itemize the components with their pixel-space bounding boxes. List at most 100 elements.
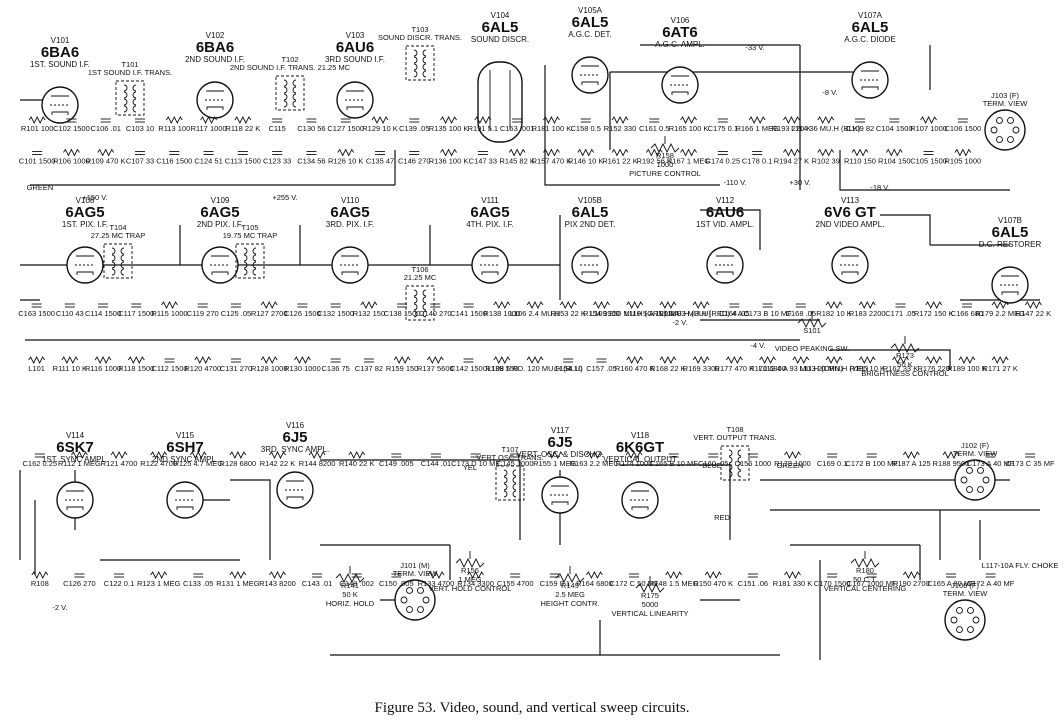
connector-pin (400, 596, 408, 604)
tube-cathode (286, 496, 304, 500)
coil-turn (243, 268, 248, 276)
component-label: C158 0.5 (570, 124, 600, 133)
resistor-zigzag (792, 355, 810, 365)
resistor-zigzag (825, 300, 843, 310)
component-label: C165 A 80 MF (927, 579, 975, 588)
tube-v103 (336, 81, 374, 119)
component-label: R121 4700 (101, 459, 138, 468)
coil-turn (503, 490, 508, 498)
supply-label: -2 V. (52, 603, 67, 612)
resistor-zigzag (189, 450, 207, 460)
tube-type-label: 6AL5 (852, 19, 889, 36)
resistor-zigzag (229, 450, 247, 460)
resistor-zigzag (954, 148, 972, 157)
capacitor (649, 118, 660, 123)
resistor-zigzag (1025, 300, 1042, 310)
tube-id-label: V107A (858, 11, 883, 20)
connector-pin (977, 467, 984, 474)
capacitor (230, 303, 241, 308)
tube-cathode (1001, 291, 1019, 295)
capacitor (114, 573, 125, 578)
connector-label: TERM. VIEW (393, 569, 439, 578)
resistor (161, 300, 178, 310)
tube-cathode (66, 506, 84, 510)
component-label: R174 1000 (616, 459, 653, 468)
resistor (165, 115, 183, 125)
resistor-zigzag (817, 115, 835, 125)
tube-v106 (661, 66, 699, 104)
transformer-symbols (103, 45, 750, 501)
resistor (783, 115, 800, 125)
tube-cathode (481, 271, 499, 275)
resistor (954, 148, 972, 157)
wire (700, 209, 761, 250)
transformer-shield (115, 80, 145, 116)
coil-turn (120, 254, 125, 262)
resistor-zigzag (28, 355, 45, 365)
component-label: R150 470 K (693, 579, 733, 588)
coil-turn (413, 310, 418, 318)
component-label: C160 .05 (698, 459, 728, 468)
resistor-zigzag (920, 115, 937, 125)
capacitor (312, 573, 323, 578)
coil-turn (422, 296, 427, 304)
connector-pin (956, 626, 963, 633)
component-label: C133 .05 (183, 579, 213, 588)
supply-label: +255 V. (272, 193, 297, 202)
component-label: R164 6800 (576, 579, 613, 588)
resistor (958, 355, 976, 365)
control-id: R180 (856, 566, 874, 575)
coil-turn (243, 254, 248, 262)
tube-type-label: 6AL5 (572, 204, 609, 221)
coil-turn (292, 100, 297, 108)
tube-function-label: D.C. RESTORER (979, 240, 1042, 249)
tube-v111 (471, 246, 509, 284)
component-label: R159 150 (386, 364, 419, 373)
capacitor (363, 358, 374, 363)
control-r173 (890, 336, 920, 354)
transformer-shield (405, 45, 435, 81)
tube-id-label: V110 (341, 196, 360, 205)
transformer-id: T107 (501, 445, 518, 454)
resistor (851, 148, 869, 157)
component-label: C137 82 (355, 364, 383, 373)
resistor-zigzag (611, 148, 629, 157)
resistor-zigzag (692, 300, 710, 310)
tube-function-label: 3RD. PIX. I.F. (326, 220, 374, 229)
resistor (28, 355, 45, 365)
resistor-zigzag (200, 115, 217, 125)
resistor (991, 300, 1009, 310)
tube-function-label: 2ND SOUND I.F. (185, 55, 245, 64)
component-label: C173 A 40 MF (967, 459, 1015, 468)
resistor (308, 450, 326, 460)
resistor (440, 115, 457, 125)
tube-cathode (346, 106, 364, 110)
component-label: L114 36 MU.H (BLK) (791, 124, 861, 133)
resistor (61, 355, 79, 365)
coil-turn (292, 86, 297, 94)
tube-function-label: 1ST. SYNC AMPL. (42, 455, 108, 464)
control-r175 (635, 576, 665, 594)
capacitor (330, 358, 341, 363)
resistor (885, 148, 903, 157)
component-label: C126 270 (63, 579, 96, 588)
capacitor (409, 118, 420, 123)
control-label: PICTURE CONTROL (629, 169, 701, 178)
component-label: C142 1500 (450, 364, 487, 373)
control-r156 (455, 551, 485, 569)
component-label: R101 100 (21, 124, 54, 133)
control-id: R141 (341, 581, 359, 590)
component-label: C161 0.5 (639, 124, 669, 133)
resistor (543, 148, 560, 157)
resistor (1025, 300, 1042, 310)
misc-label-red: RED (714, 513, 730, 522)
resistor (792, 355, 810, 365)
resistor (526, 300, 544, 310)
tube-function-label: 4TH. PIX. I.F. (466, 220, 514, 229)
resistor-zigzag (493, 300, 511, 310)
component-label: R157 470 K (532, 157, 572, 166)
coil-turn (292, 93, 297, 101)
capacitor (596, 358, 607, 363)
resistor (467, 570, 484, 580)
tube-id-label: V118 (631, 431, 650, 440)
